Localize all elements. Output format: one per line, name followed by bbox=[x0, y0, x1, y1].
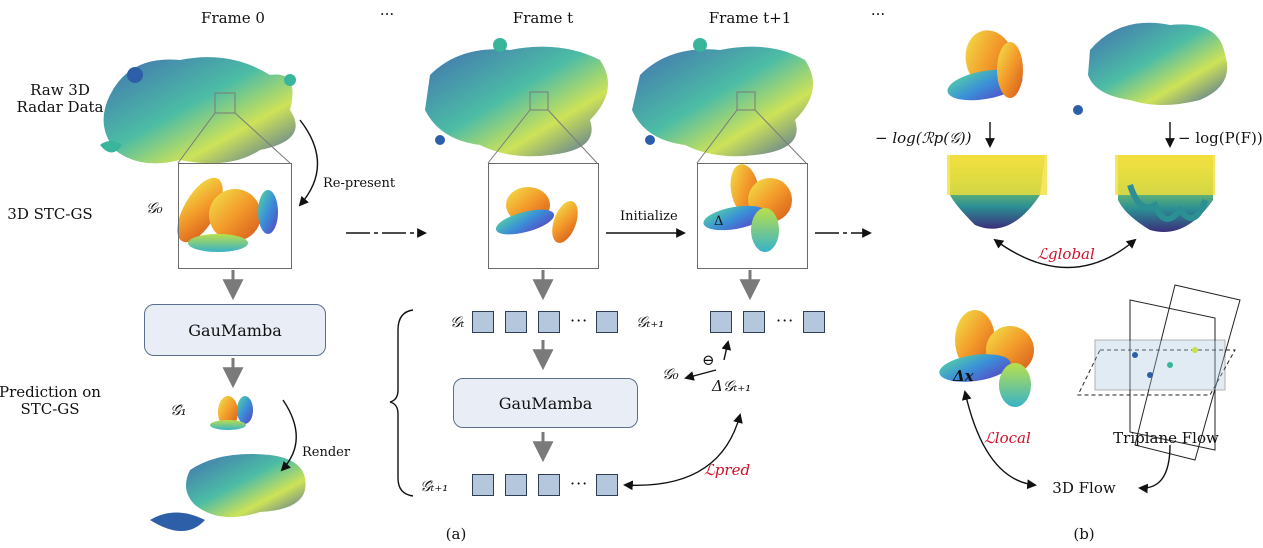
token bbox=[803, 311, 825, 333]
token bbox=[538, 474, 560, 496]
gray-arrows bbox=[222, 270, 761, 463]
caption-a: (a) bbox=[445, 525, 467, 543]
token-ellipsis: ··· bbox=[570, 311, 589, 330]
ellipsis-1: ··· bbox=[379, 5, 395, 23]
zoom-lines bbox=[177, 91, 807, 164]
triplane-flow-graphic bbox=[1077, 284, 1241, 461]
gaumamba-block-middle: GauMamba bbox=[453, 378, 638, 428]
g0-symbol: 𝒢₀ bbox=[146, 199, 163, 217]
l-global-label: ℒglobal bbox=[1037, 245, 1095, 263]
token-ellipsis: ··· bbox=[776, 311, 795, 330]
caption-b: (b) bbox=[1073, 525, 1095, 543]
gt1-hat-symbol: 𝒢̂ₜ₊₁ bbox=[420, 477, 449, 495]
gaumamba-block-left: GauMamba bbox=[144, 304, 326, 356]
raw-radar-label: Raw 3D Radar Data bbox=[16, 81, 104, 116]
flow3d-label: 3D Flow bbox=[1052, 479, 1116, 497]
radar-frame0 bbox=[100, 57, 296, 164]
token bbox=[505, 311, 527, 333]
initialize-label: Initialize bbox=[620, 209, 678, 224]
frame0-label: Frame 0 bbox=[201, 9, 265, 27]
gt1-box bbox=[697, 163, 808, 269]
token bbox=[472, 311, 494, 333]
radar-frame-t bbox=[425, 38, 608, 157]
frame-t-label: Frame t bbox=[512, 9, 574, 27]
radar-right bbox=[1073, 22, 1228, 115]
gaussians-right-top bbox=[947, 30, 1023, 101]
gaussians-g0 bbox=[177, 177, 278, 252]
radar-frame-t1 bbox=[632, 38, 813, 157]
gaussians-right-bottom bbox=[939, 310, 1034, 407]
triplane-flow-label: Triplane Flow bbox=[1113, 429, 1219, 447]
token bbox=[710, 311, 732, 333]
render-label: Render bbox=[302, 445, 351, 460]
gt1-symbol: 𝒢ₜ₊₁ bbox=[636, 313, 665, 331]
g1-hat-symbol: 𝒢̂₁ bbox=[170, 401, 187, 419]
token bbox=[472, 474, 494, 496]
represent-label: Re-present bbox=[323, 176, 396, 191]
gaussians-gt1 bbox=[703, 164, 792, 252]
l-pred-label: ℒpred bbox=[704, 461, 751, 479]
ellipsis-2: ··· bbox=[870, 5, 886, 23]
neglog-p-label: − log(P(F)) bbox=[1178, 129, 1263, 147]
delta-symbol: Δ bbox=[714, 214, 724, 229]
token bbox=[505, 474, 527, 496]
ominus-symbol: ⊖ bbox=[702, 351, 715, 369]
gt-symbol: 𝒢ₜ bbox=[450, 313, 465, 331]
stcgs-label: 3D STC-GS bbox=[7, 205, 93, 223]
gaussians-pred bbox=[210, 396, 253, 430]
l-local-label: ℒlocal bbox=[984, 429, 1031, 447]
neglog-r-label: − log(ℛp(𝒢)) bbox=[875, 129, 972, 147]
delta-x-label: Δx bbox=[953, 367, 974, 385]
gaussians-gt bbox=[495, 187, 578, 244]
gt-box bbox=[488, 163, 599, 269]
prediction-label: Prediction on STC-GS bbox=[0, 383, 101, 418]
token bbox=[596, 474, 618, 496]
g0-symbol-middle: 𝒢₀ bbox=[662, 365, 679, 383]
token bbox=[538, 311, 560, 333]
radar-rendered bbox=[150, 454, 306, 531]
token bbox=[743, 311, 765, 333]
frame-t1-label: Frame t+1 bbox=[708, 9, 792, 27]
surface-right bbox=[1115, 155, 1215, 232]
delta-g-symbol: Δ𝒢ₜ₊₁ bbox=[712, 377, 752, 395]
g0-box bbox=[178, 163, 292, 269]
black-arrows bbox=[280, 119, 1175, 497]
token-ellipsis: ··· bbox=[570, 474, 589, 493]
surface-left bbox=[947, 155, 1047, 229]
token bbox=[596, 311, 618, 333]
